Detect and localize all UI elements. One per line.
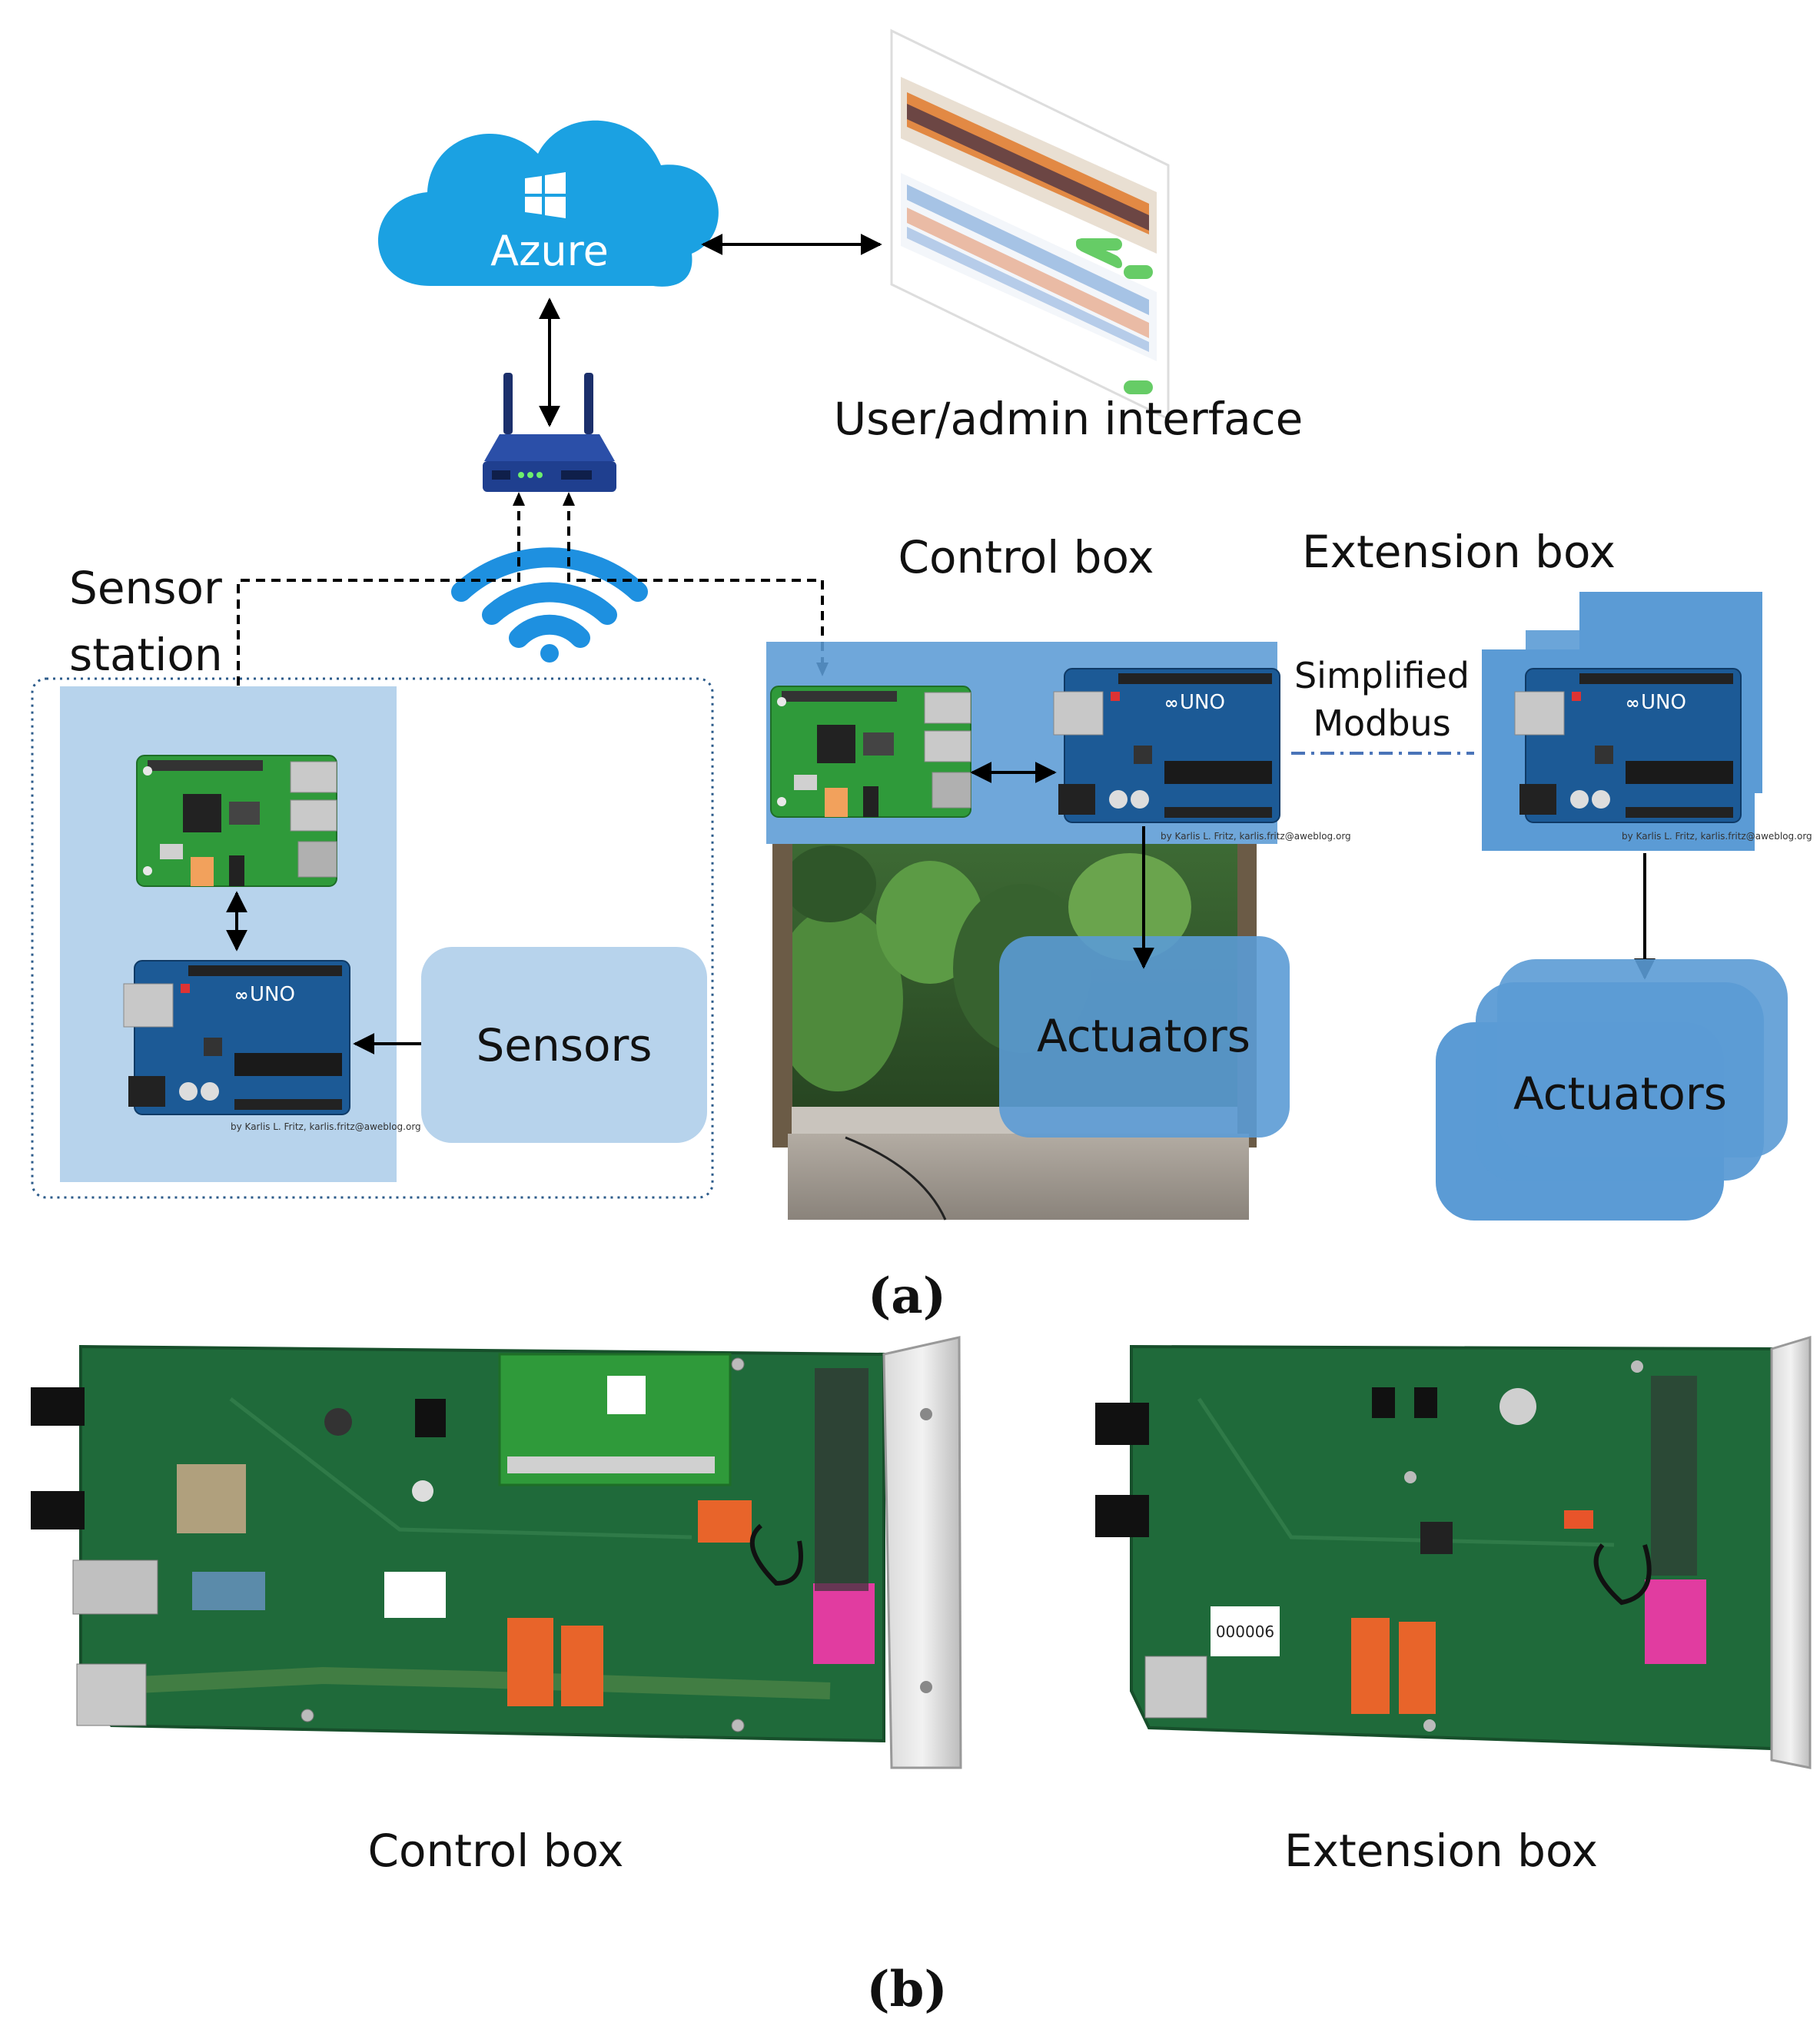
sensors-label: Sensors: [476, 1019, 652, 1071]
serial-label: 000006: [1216, 1622, 1274, 1641]
extension-box-arduino: [1514, 668, 1742, 823]
extension-box-label-b: Extension box: [1284, 1825, 1598, 1877]
wifi-router-icon: [483, 373, 616, 492]
network-dashed-links: [237, 496, 824, 749]
actuators-label-extension: Actuators: [1513, 1068, 1727, 1120]
modbus-label-line2: Modbus: [1313, 702, 1450, 744]
azure-cloud-icon: Azure: [377, 120, 719, 287]
extension-box-label-a: Extension box: [1302, 526, 1616, 578]
control-arduino-credit: by Karlis L. Fritz, karlis.fritz@aweblog…: [1161, 831, 1351, 842]
sensor-station-raspberry-pi: [136, 755, 337, 887]
control-box-label-a: Control box: [898, 531, 1154, 583]
modbus-label-line1: Simplified: [1294, 655, 1470, 696]
sensor-station-boundary: [31, 677, 714, 1199]
actuators-label-control: Actuators: [1037, 1010, 1250, 1062]
sensor-station-arduino: [123, 960, 350, 1115]
caption-a: (a): [868, 1267, 946, 1325]
windows-logo-icon: [525, 172, 566, 218]
caption-b: (b): [866, 1961, 947, 2018]
interface-label: User/admin interface: [834, 393, 1304, 445]
cloud-label: Azure: [490, 227, 609, 275]
actuators-box-control: [999, 936, 1290, 1138]
actuators-box-extension: [1497, 959, 1788, 1157]
sensor-station-label-line1: Sensor: [69, 562, 222, 614]
wifi-signal-icon: [451, 547, 648, 663]
control-box-pcb-photo: [31, 1336, 962, 1769]
sensors-box: [421, 947, 707, 1143]
sensor-arduino-credit: by Karlis L. Fritz, karlis.fritz@aweblog…: [231, 1121, 421, 1132]
control-box-label-b: Control box: [368, 1825, 624, 1877]
sensor-station-label-line2: station: [69, 629, 223, 681]
serial-sticker: [1211, 1606, 1280, 1656]
extension-arduino-credit: by Karlis L. Fritz, karlis.fritz@aweblog…: [1622, 831, 1812, 842]
extension-box-pcb-photo: 000006: [1095, 1335, 1812, 1769]
user-admin-interface-screenshot: [890, 28, 1170, 421]
control-box-raspberry-pi: [770, 686, 971, 818]
control-box-arduino: [1053, 668, 1280, 823]
